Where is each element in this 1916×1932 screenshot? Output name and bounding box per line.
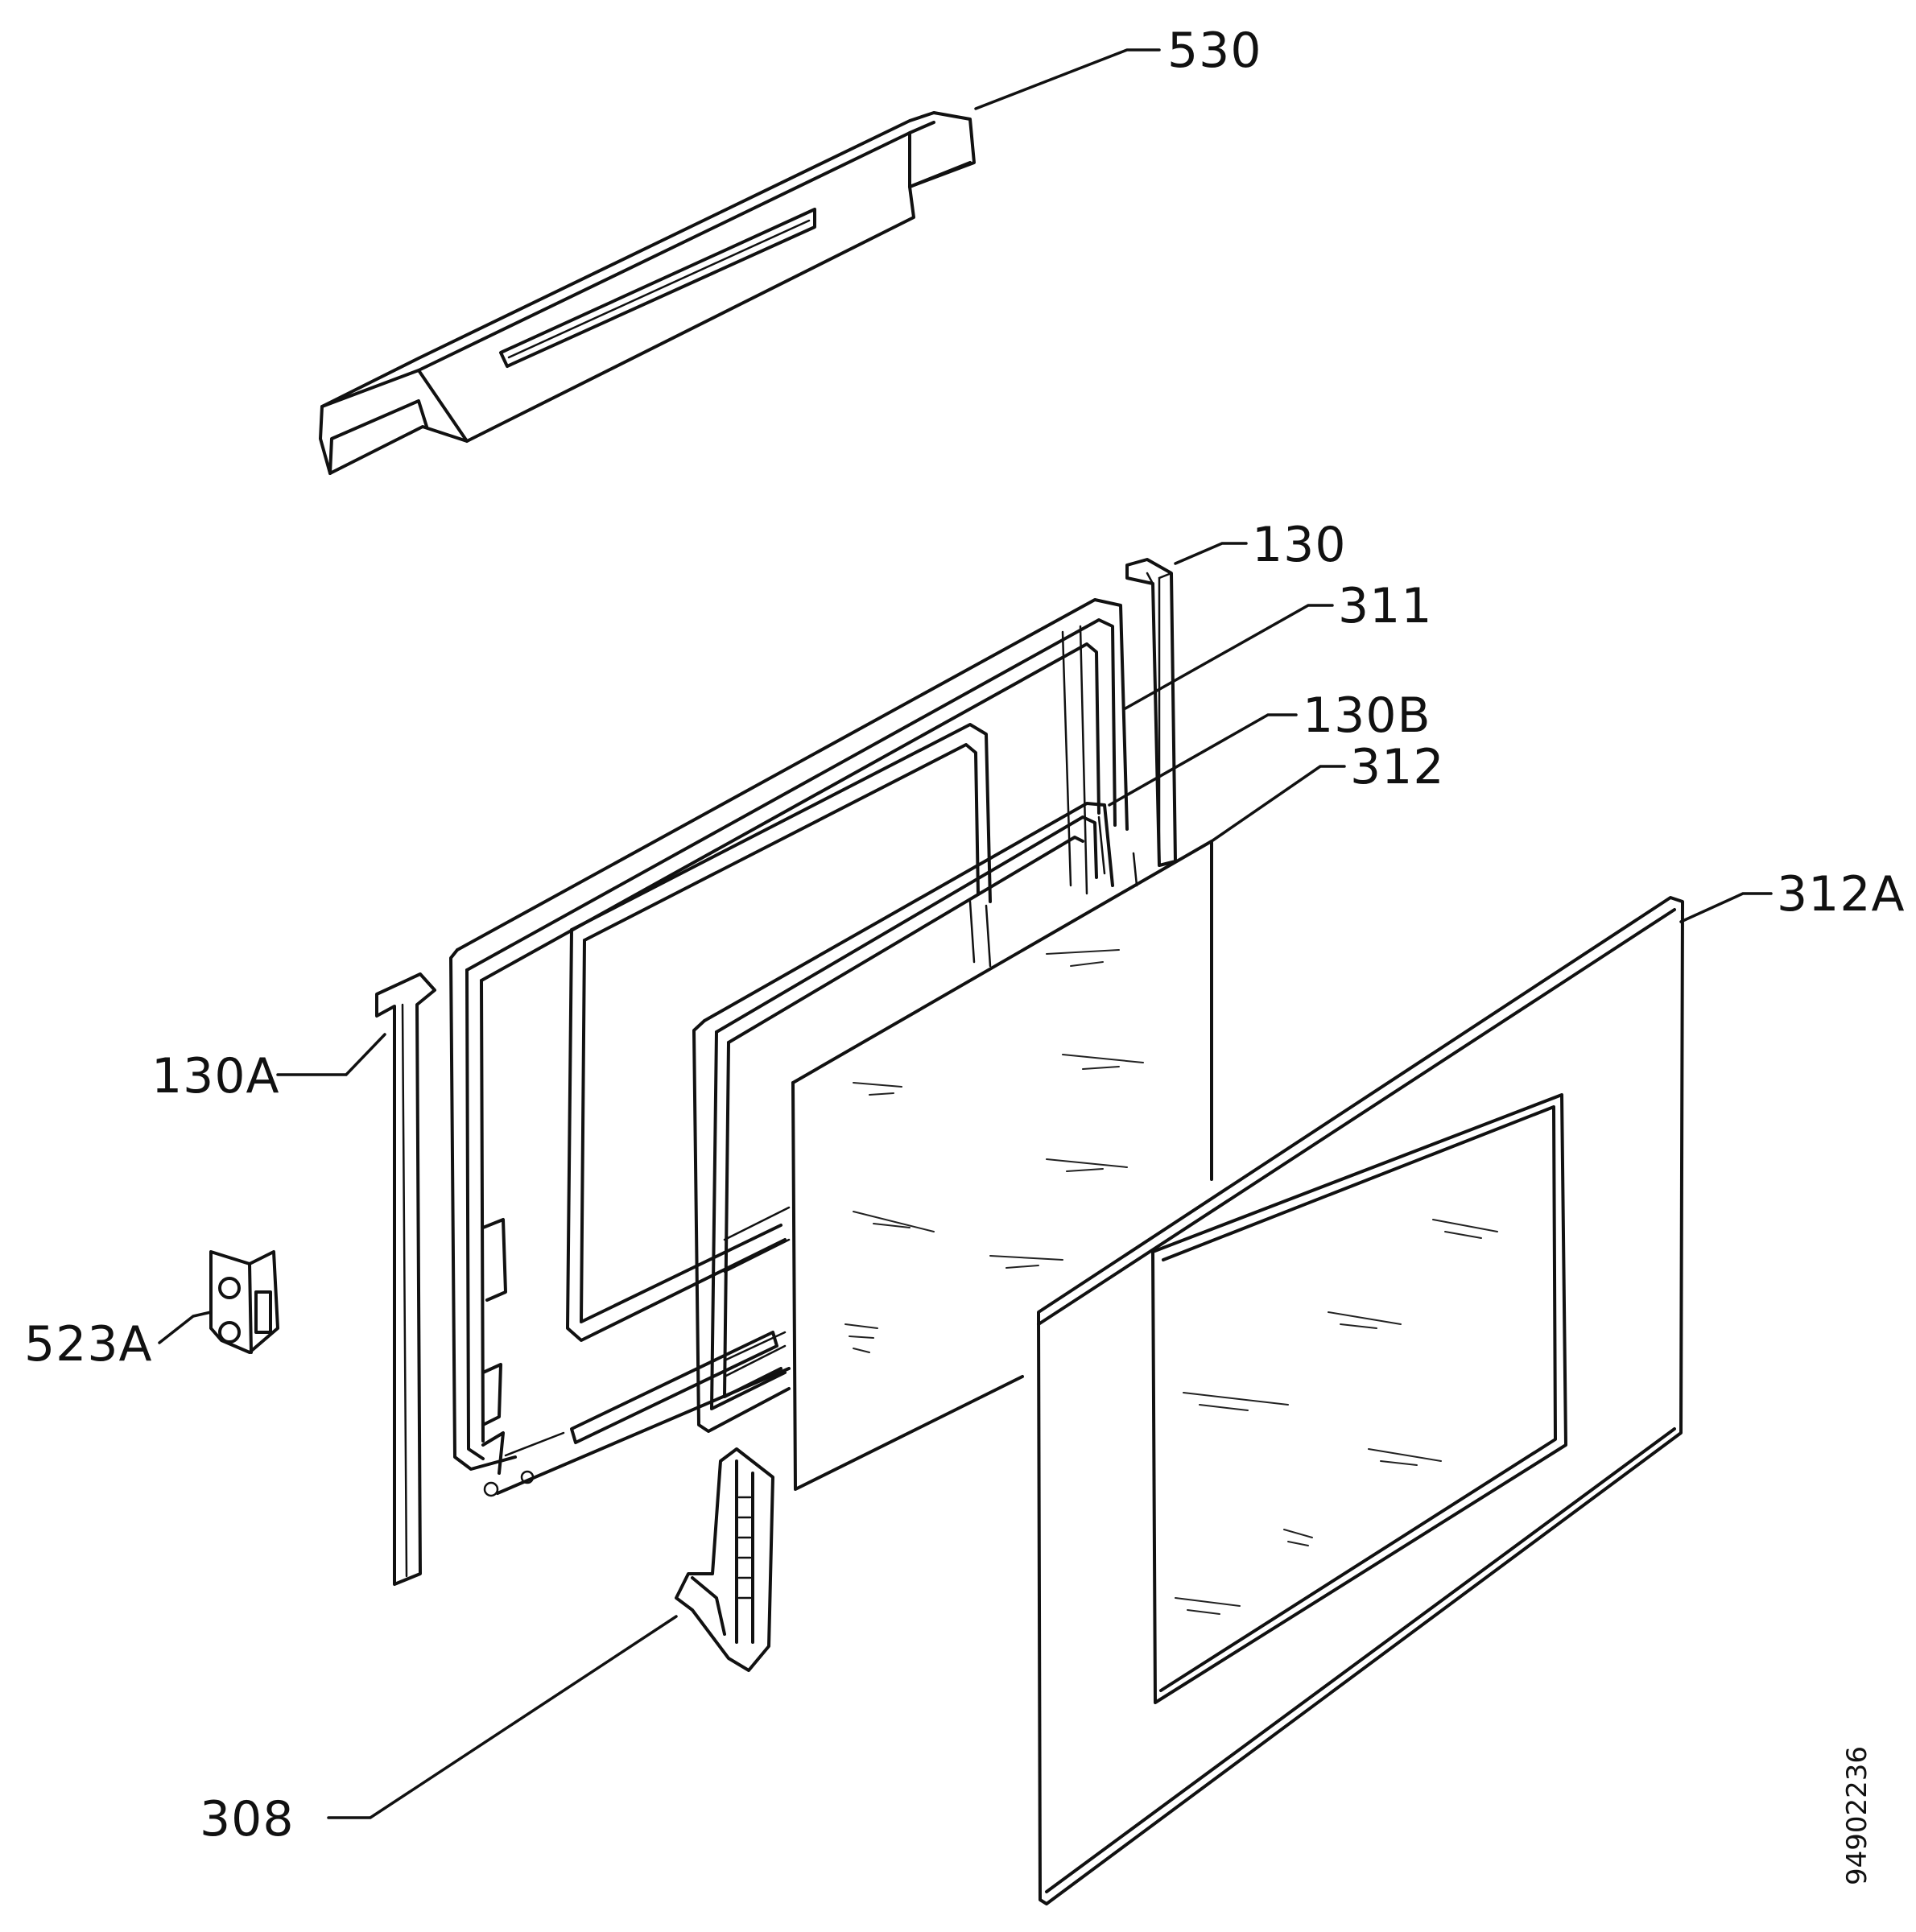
label-308: 308 — [200, 1791, 295, 1847]
leader-130B — [1108, 713, 1298, 807]
label-130B: 130B — [1303, 687, 1431, 744]
part-530-top-trim — [319, 111, 976, 475]
part-130-right-profile — [1125, 558, 1177, 867]
part-130B-gasket — [692, 802, 1138, 1433]
leader-312A — [1679, 892, 1773, 923]
label-130A: 130A — [151, 1048, 280, 1104]
label-311: 311 — [1338, 578, 1433, 634]
part-312A-outer-glass — [1037, 896, 1684, 1905]
leader-523A — [158, 1311, 213, 1344]
leader-130A — [276, 1033, 386, 1076]
leader-311 — [1124, 604, 1334, 710]
label-130: 130 — [1252, 517, 1347, 573]
leader-312 — [1210, 765, 1346, 843]
leader-130 — [1174, 542, 1248, 565]
drawing-number: 94902236 — [1841, 1746, 1873, 1885]
part-130A-left-profile — [375, 972, 436, 1586]
label-523A: 523A — [24, 1316, 153, 1373]
label-530: 530 — [1167, 23, 1262, 79]
leader-308 — [327, 1615, 678, 1819]
part-523A-hinge-bracket — [209, 1250, 279, 1354]
leader-530 — [974, 48, 1161, 110]
label-312A: 312A — [1777, 866, 1906, 923]
leader-lines — [158, 48, 1773, 1819]
label-312: 312 — [1350, 739, 1445, 795]
part-308-hinge — [675, 1447, 774, 1672]
callout-labels: 530 130 311 130B 312 312A 130A 523A 308 — [24, 23, 1906, 1847]
part-311-inner-frame — [449, 598, 1129, 1497]
